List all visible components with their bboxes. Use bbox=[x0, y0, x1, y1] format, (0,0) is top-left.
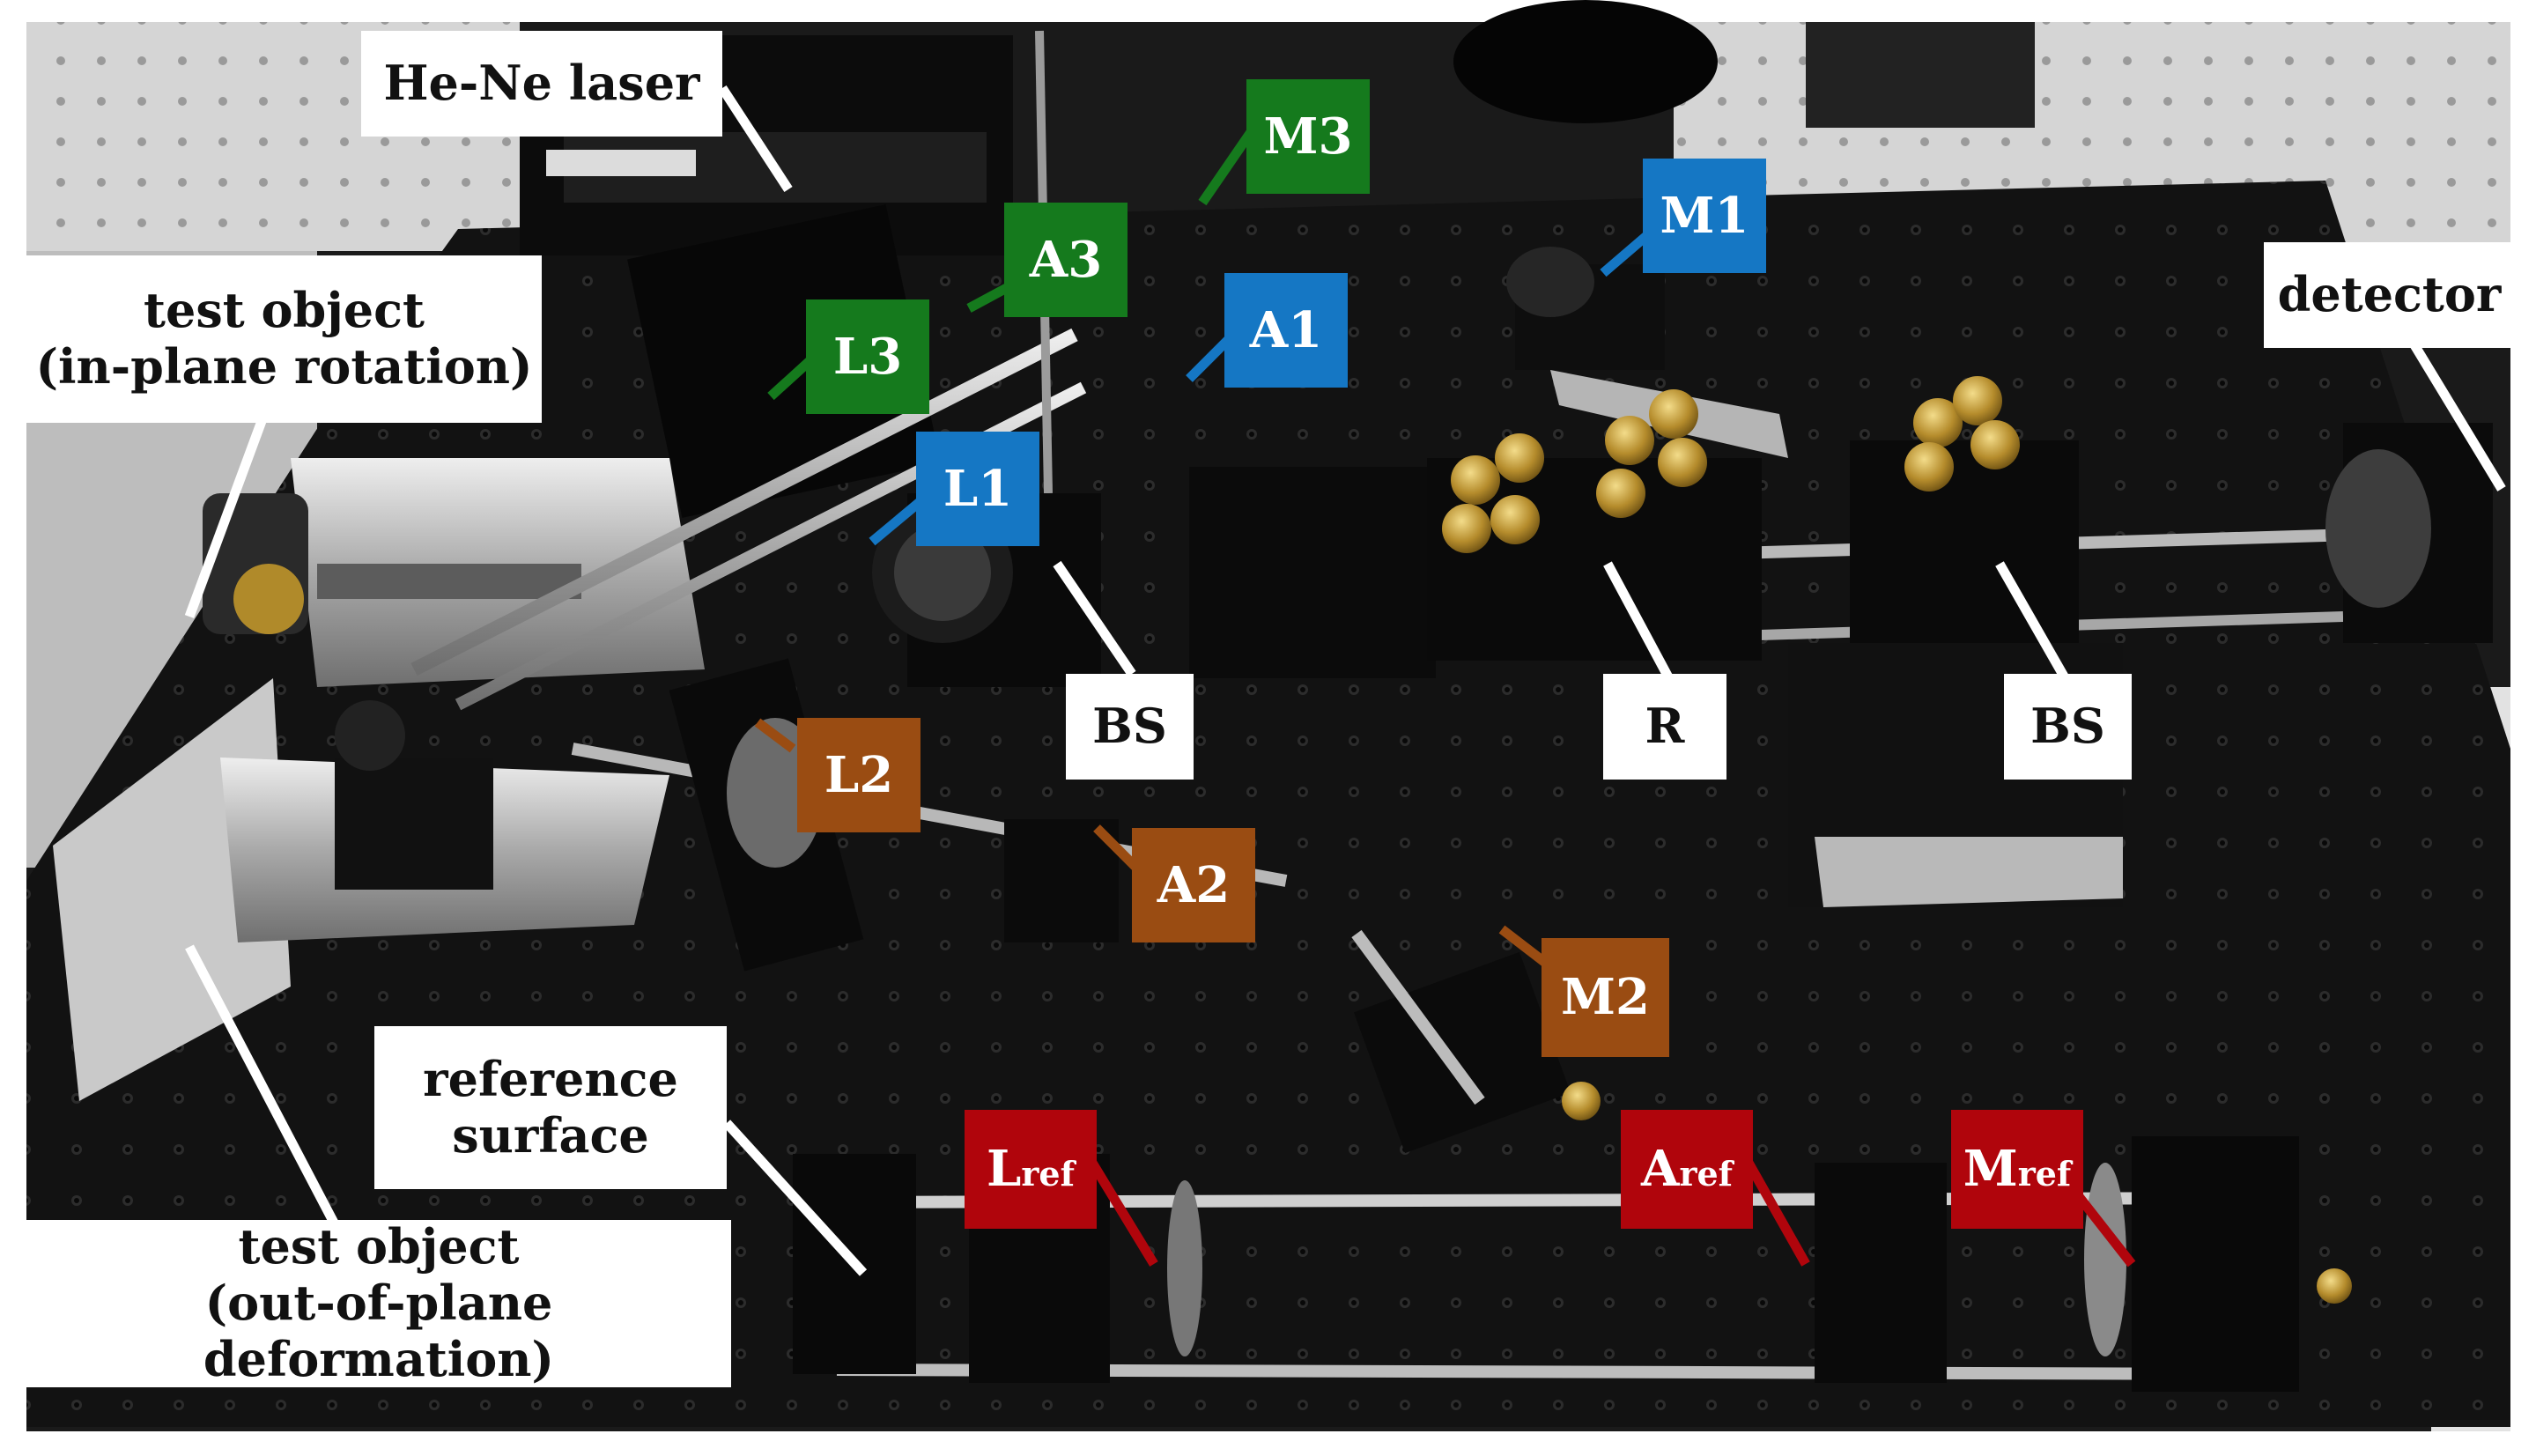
label-a3: A3 bbox=[1004, 203, 1128, 317]
label-a1: A1 bbox=[1224, 273, 1348, 388]
label-a2: A2 bbox=[1132, 828, 1255, 942]
label-m3: M3 bbox=[1246, 79, 1370, 194]
label-test-object-in-plane-rotation: test object (in-plane rotation) bbox=[26, 255, 542, 423]
label-test-object-out-of-plane-deformation: test object (out-of-plane deformation) bbox=[26, 1219, 731, 1387]
label-l1: L1 bbox=[916, 432, 1039, 546]
label-m2: M2 bbox=[1542, 938, 1669, 1057]
label-hene-laser: He-Ne laser bbox=[361, 31, 722, 137]
label-bs-left: BS bbox=[1066, 674, 1194, 780]
label-r: R bbox=[1603, 674, 1726, 780]
label-l2: L2 bbox=[797, 718, 921, 832]
label-bs-right: BS bbox=[2004, 674, 2132, 780]
label-m1: M1 bbox=[1643, 159, 1766, 273]
label-l3: L3 bbox=[806, 299, 929, 414]
label-reference-surface: reference surface bbox=[374, 1026, 727, 1189]
label-detector: detector bbox=[2264, 242, 2515, 348]
